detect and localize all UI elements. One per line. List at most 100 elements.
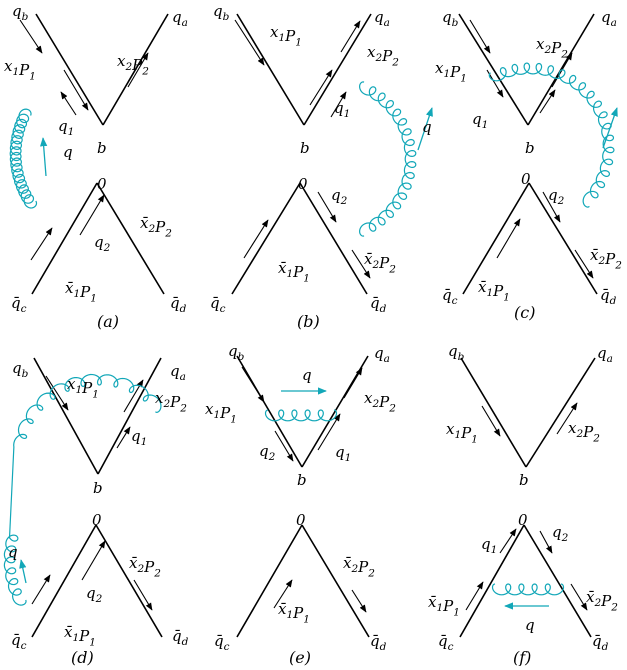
quark-line bbox=[31, 182, 98, 295]
label-x1P1: x1P1 bbox=[446, 420, 478, 445]
label-q_b: qb bbox=[228, 342, 245, 363]
label-q2: q2 bbox=[259, 442, 276, 463]
momentum-arrow bbox=[133, 579, 153, 611]
caption-e: (e) bbox=[289, 648, 311, 666]
momentum-arrow bbox=[351, 249, 371, 279]
label-xb1P1: x̄1P1 bbox=[478, 278, 510, 303]
momentum-arrow bbox=[574, 249, 594, 279]
label-xb2P2: x̄2P2 bbox=[590, 246, 622, 271]
label-zero: 0 bbox=[92, 511, 102, 529]
label-x1P1: x1P1 bbox=[435, 59, 467, 84]
label-q1: q1 bbox=[335, 443, 351, 464]
momentum-arrow bbox=[60, 91, 77, 116]
quark-line bbox=[528, 182, 598, 295]
label-q: q bbox=[422, 118, 432, 136]
momentum-arrow bbox=[539, 89, 556, 114]
momentum-arrow bbox=[340, 20, 361, 53]
label-xb1P1: x̄1P1 bbox=[65, 279, 97, 304]
label-xb1P1: x̄1P1 bbox=[428, 593, 460, 618]
caption-b: (b) bbox=[297, 312, 320, 331]
caption-f: (f) bbox=[513, 648, 531, 666]
label-q: q bbox=[525, 616, 535, 634]
label-xb2P2: x̄2P2 bbox=[140, 214, 172, 239]
momentum-arrow bbox=[274, 430, 294, 462]
label-q_a: qa bbox=[597, 344, 613, 365]
quark-line bbox=[102, 13, 169, 126]
momentum-arrow bbox=[127, 52, 149, 88]
label-q_b: qb bbox=[213, 2, 230, 23]
quark-line bbox=[231, 182, 301, 295]
quark-line bbox=[236, 13, 305, 126]
label-x1P1: x1P1 bbox=[4, 57, 36, 82]
label-x1P1: x1P1 bbox=[270, 23, 302, 48]
label-x2P2: x2P2 bbox=[364, 389, 396, 414]
momentum-arrow bbox=[79, 194, 105, 236]
momentum-arrows bbox=[19, 19, 618, 613]
label-q_a: qa bbox=[172, 8, 188, 29]
label-x2P2: x2P2 bbox=[117, 52, 149, 77]
label-q_b: qb bbox=[448, 342, 465, 363]
label-q: q bbox=[302, 366, 312, 384]
label-x2P2: x2P2 bbox=[367, 43, 399, 68]
momentum-arrow bbox=[330, 91, 347, 118]
label-b: b bbox=[97, 139, 107, 157]
momentum-arrow bbox=[343, 367, 363, 399]
momentum-arrow bbox=[317, 413, 341, 451]
momentum-arrow bbox=[273, 579, 293, 609]
quark-line bbox=[236, 524, 303, 638]
quark-line bbox=[97, 357, 162, 475]
label-q_c: q̄c bbox=[210, 294, 226, 315]
label-xb1P1: x̄1P1 bbox=[64, 623, 96, 648]
momentum-arrow bbox=[499, 528, 517, 554]
quark-line bbox=[462, 182, 530, 295]
quark-line bbox=[523, 524, 592, 638]
momentum-arrow bbox=[570, 583, 588, 611]
label-q_c: q̄c bbox=[214, 632, 230, 653]
label-b: b bbox=[93, 479, 103, 497]
label-q_d: q̄d bbox=[370, 294, 387, 315]
caption-c: (c) bbox=[514, 303, 535, 322]
quark-lines bbox=[31, 13, 598, 638]
label-x1P1: x1P1 bbox=[67, 375, 99, 400]
momentum-arrow bbox=[243, 219, 269, 259]
momentum-arrow bbox=[481, 405, 501, 437]
quark-line bbox=[527, 13, 595, 126]
caption-d: (d) bbox=[71, 648, 94, 666]
label-q2: q2 bbox=[548, 186, 565, 207]
quark-line bbox=[301, 524, 370, 638]
momentum-arrow bbox=[234, 19, 265, 66]
momentum-arrow bbox=[465, 581, 484, 611]
momentum-arrow bbox=[309, 69, 333, 106]
momentum-arrow bbox=[45, 375, 69, 411]
caption-a: (a) bbox=[97, 312, 119, 331]
label-q_d: q̄d bbox=[600, 286, 617, 307]
momentum-arrow bbox=[241, 366, 265, 403]
label-q_b: qb bbox=[442, 8, 459, 29]
gluon-momentum-arrow bbox=[19, 559, 27, 584]
label-q_c: q̄c bbox=[438, 632, 454, 653]
momentum-arrow bbox=[542, 191, 561, 223]
quark-line bbox=[31, 524, 97, 638]
momentum-arrow bbox=[63, 69, 89, 111]
quark-line bbox=[460, 357, 527, 468]
momentum-arrow bbox=[351, 589, 367, 613]
quark-line bbox=[525, 357, 596, 468]
label-q_c: q̄c bbox=[442, 286, 458, 307]
label-q_a: qa bbox=[601, 8, 617, 29]
label-xb1P1: x̄1P1 bbox=[278, 259, 310, 284]
momentum-arrow bbox=[496, 218, 521, 259]
label-q_a: qa bbox=[170, 362, 186, 383]
label-q_d: q̄d bbox=[172, 627, 189, 648]
label-xb2P2: x̄2P2 bbox=[129, 554, 161, 579]
label-b: b bbox=[525, 139, 535, 157]
label-q_a: qa bbox=[374, 344, 390, 365]
label-zero: 0 bbox=[97, 175, 107, 193]
label-xb2P2: x̄2P2 bbox=[586, 588, 618, 613]
momentum-arrow bbox=[539, 530, 553, 554]
momentum-arrow bbox=[31, 574, 51, 605]
label-b: b bbox=[297, 471, 307, 489]
gluon-momentum-arrow bbox=[417, 107, 433, 151]
gluon-momentum-arrow bbox=[40, 137, 48, 177]
label-b: b bbox=[519, 471, 529, 489]
